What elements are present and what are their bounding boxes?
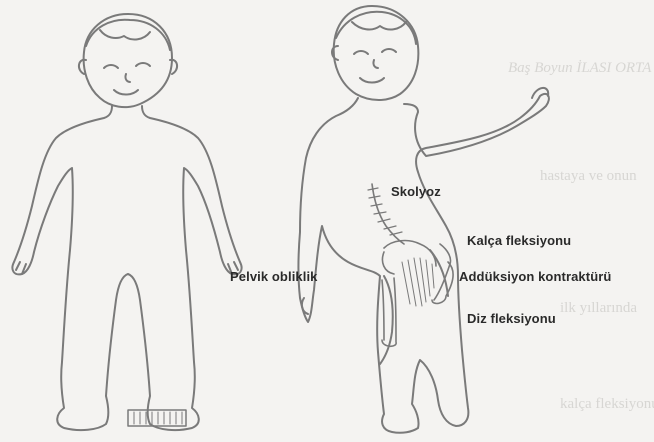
affected-child-body: [299, 94, 549, 433]
label-kalca-fleksiyonu: Kalça fleksiyonu: [467, 233, 571, 248]
label-pelvik-obliklik: Pelvik obliklik: [230, 269, 318, 284]
normal-child-mouth: [114, 90, 138, 95]
normal-child-eye: [104, 65, 118, 68]
affected-child-eye: [382, 49, 396, 52]
normal-child-body: [12, 106, 241, 430]
normal-child-eye: [136, 63, 150, 66]
label-adduksiyon-kontrakturu: Addüksiyon kontraktürü: [459, 269, 611, 284]
affected-child-mouth: [360, 78, 384, 83]
label-diz-fleksiyonu: Diz fleksiyonu: [467, 311, 556, 326]
label-skolyoz: Skolyoz: [391, 184, 441, 199]
adductor-muscles: [402, 258, 434, 306]
affected-child-eye: [354, 51, 368, 54]
normal-child-nose: [125, 74, 130, 82]
affected-child-head: [334, 6, 419, 100]
normal-child-foot-block-hatch: [134, 412, 182, 424]
normal-child-figure: [12, 14, 241, 430]
affected-child-ear: [332, 46, 338, 60]
affected-child-nose: [373, 60, 378, 68]
normal-child-head: [84, 14, 172, 107]
normal-child-foot-block: [128, 410, 186, 426]
affected-child-leg-inner: [380, 276, 393, 364]
affected-child-figure: [299, 6, 549, 433]
